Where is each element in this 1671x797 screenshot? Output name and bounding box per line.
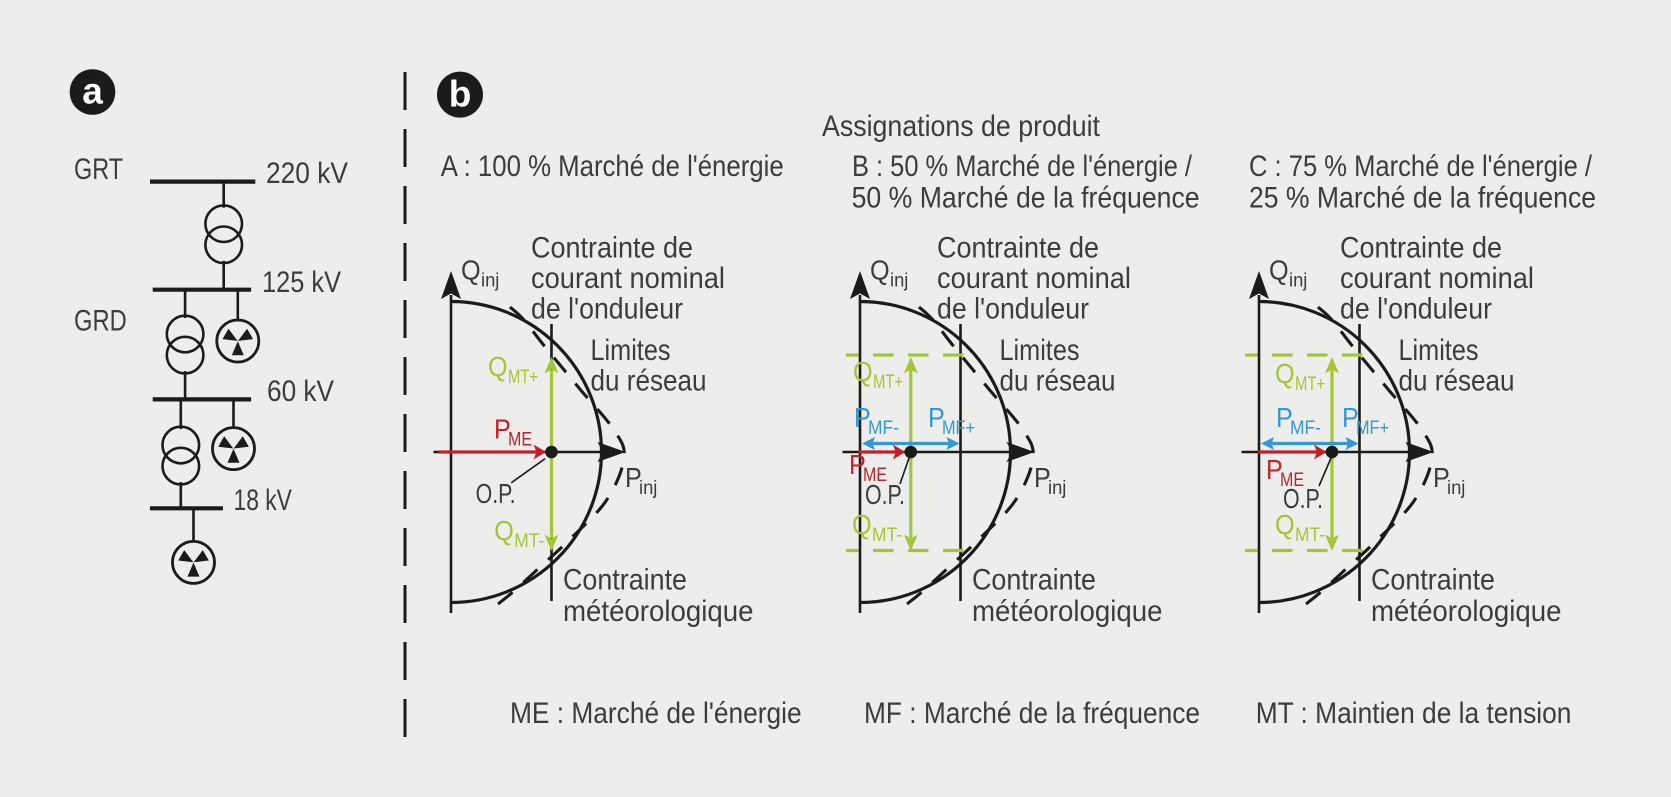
svg-text:inj: inj [1289, 271, 1307, 292]
svg-text:météorologique: météorologique [563, 595, 754, 628]
svg-text:ME: ME [1280, 470, 1304, 491]
svg-text:A : 100 % Marché de l'énergie: A : 100 % Marché de l'énergie [441, 150, 784, 183]
svg-text:inj: inj [1447, 478, 1465, 499]
svg-text:GRD: GRD [74, 305, 127, 338]
svg-text:MT-: MT- [1295, 525, 1325, 546]
svg-text:Contrainte de: Contrainte de [531, 232, 693, 265]
svg-text:P: P [1276, 402, 1293, 433]
svg-text:Contrainte de: Contrainte de [937, 232, 1099, 265]
svg-text:météorologique: météorologique [972, 595, 1163, 628]
svg-text:inj: inj [1048, 478, 1066, 499]
svg-text:B : 50 % Marché de l'énergie /: B : 50 % Marché de l'énergie / [852, 150, 1193, 183]
svg-text:MT+: MT+ [508, 367, 538, 388]
svg-text:60 kV: 60 kV [267, 375, 334, 408]
svg-text:P: P [928, 402, 945, 433]
svg-text:MT+: MT+ [873, 372, 903, 393]
svg-text:b: b [449, 73, 472, 114]
svg-text:O.P.: O.P. [1283, 483, 1323, 514]
svg-text:a: a [82, 71, 103, 112]
svg-text:ME : Marché de l'énergie: ME : Marché de l'énergie [510, 697, 802, 730]
svg-text:de l'onduleur: de l'onduleur [1340, 293, 1492, 326]
svg-text:Q: Q [1269, 255, 1289, 286]
svg-text:ME: ME [863, 465, 887, 486]
svg-text:ME: ME [508, 430, 532, 451]
svg-text:MF+: MF+ [1356, 418, 1389, 439]
svg-text:P: P [854, 402, 871, 433]
svg-text:O.P.: O.P. [865, 479, 905, 510]
svg-text:P: P [1034, 462, 1051, 493]
svg-text:inj: inj [890, 271, 908, 292]
svg-text:Q: Q [870, 255, 890, 286]
svg-text:MF-: MF- [868, 418, 899, 439]
svg-text:Limites: Limites [1000, 334, 1080, 367]
svg-text:MT+: MT+ [1295, 374, 1325, 395]
svg-text:MF : Marché de la fréquence: MF : Marché de la fréquence [864, 697, 1200, 730]
svg-text:MT : Maintien de la tension: MT : Maintien de la tension [1256, 697, 1572, 730]
svg-text:courant nominal: courant nominal [1340, 262, 1534, 295]
svg-text:O.P.: O.P. [476, 478, 516, 509]
svg-text:Q: Q [852, 509, 872, 540]
svg-text:Contrainte: Contrainte [563, 563, 687, 596]
svg-text:125 kV: 125 kV [262, 266, 341, 299]
svg-text:P: P [849, 449, 866, 480]
svg-text:MF+: MF+ [942, 418, 975, 439]
svg-text:Q: Q [1275, 509, 1295, 540]
svg-text:courant nominal: courant nominal [531, 262, 725, 295]
svg-text:du réseau: du réseau [591, 364, 707, 397]
svg-text:25 % Marché de la fréquence: 25 % Marché de la fréquence [1249, 182, 1596, 215]
svg-text:220 kV: 220 kV [266, 157, 348, 190]
svg-text:MT-: MT- [872, 525, 902, 546]
svg-text:P: P [625, 462, 642, 493]
svg-text:Contrainte: Contrainte [972, 563, 1096, 596]
svg-text:Q: Q [494, 515, 514, 546]
svg-text:du réseau: du réseau [1399, 364, 1515, 397]
svg-text:P: P [1342, 402, 1359, 433]
svg-text:P: P [1266, 454, 1283, 485]
svg-text:MT-: MT- [514, 531, 544, 552]
svg-text:courant nominal: courant nominal [937, 262, 1131, 295]
svg-text:MF-: MF- [1290, 418, 1321, 439]
svg-text:18 kV: 18 kV [234, 484, 292, 517]
svg-text:Q: Q [488, 351, 508, 382]
svg-text:inj: inj [639, 478, 657, 499]
svg-text:Limites: Limites [1399, 334, 1479, 367]
svg-text:Contrainte de: Contrainte de [1340, 232, 1502, 265]
svg-text:météorologique: météorologique [1371, 595, 1562, 628]
svg-text:C : 75 % Marché de l'énergie /: C : 75 % Marché de l'énergie / [1249, 150, 1593, 183]
svg-text:P: P [1433, 462, 1450, 493]
svg-text:GRT: GRT [74, 153, 123, 186]
svg-text:50 % Marché de la fréquence: 50 % Marché de la fréquence [852, 182, 1200, 215]
svg-text:Q: Q [853, 356, 873, 387]
svg-text:Q: Q [1275, 358, 1295, 389]
svg-text:de l'onduleur: de l'onduleur [531, 293, 683, 326]
svg-text:inj: inj [481, 271, 499, 292]
svg-text:Contrainte: Contrainte [1371, 563, 1495, 596]
svg-text:Assignations de produit: Assignations de produit [822, 110, 1101, 143]
svg-text:P: P [494, 414, 511, 445]
svg-text:Limites: Limites [591, 334, 671, 367]
svg-text:Q: Q [461, 255, 481, 286]
svg-text:du réseau: du réseau [1000, 364, 1116, 397]
svg-text:de l'onduleur: de l'onduleur [937, 293, 1089, 326]
